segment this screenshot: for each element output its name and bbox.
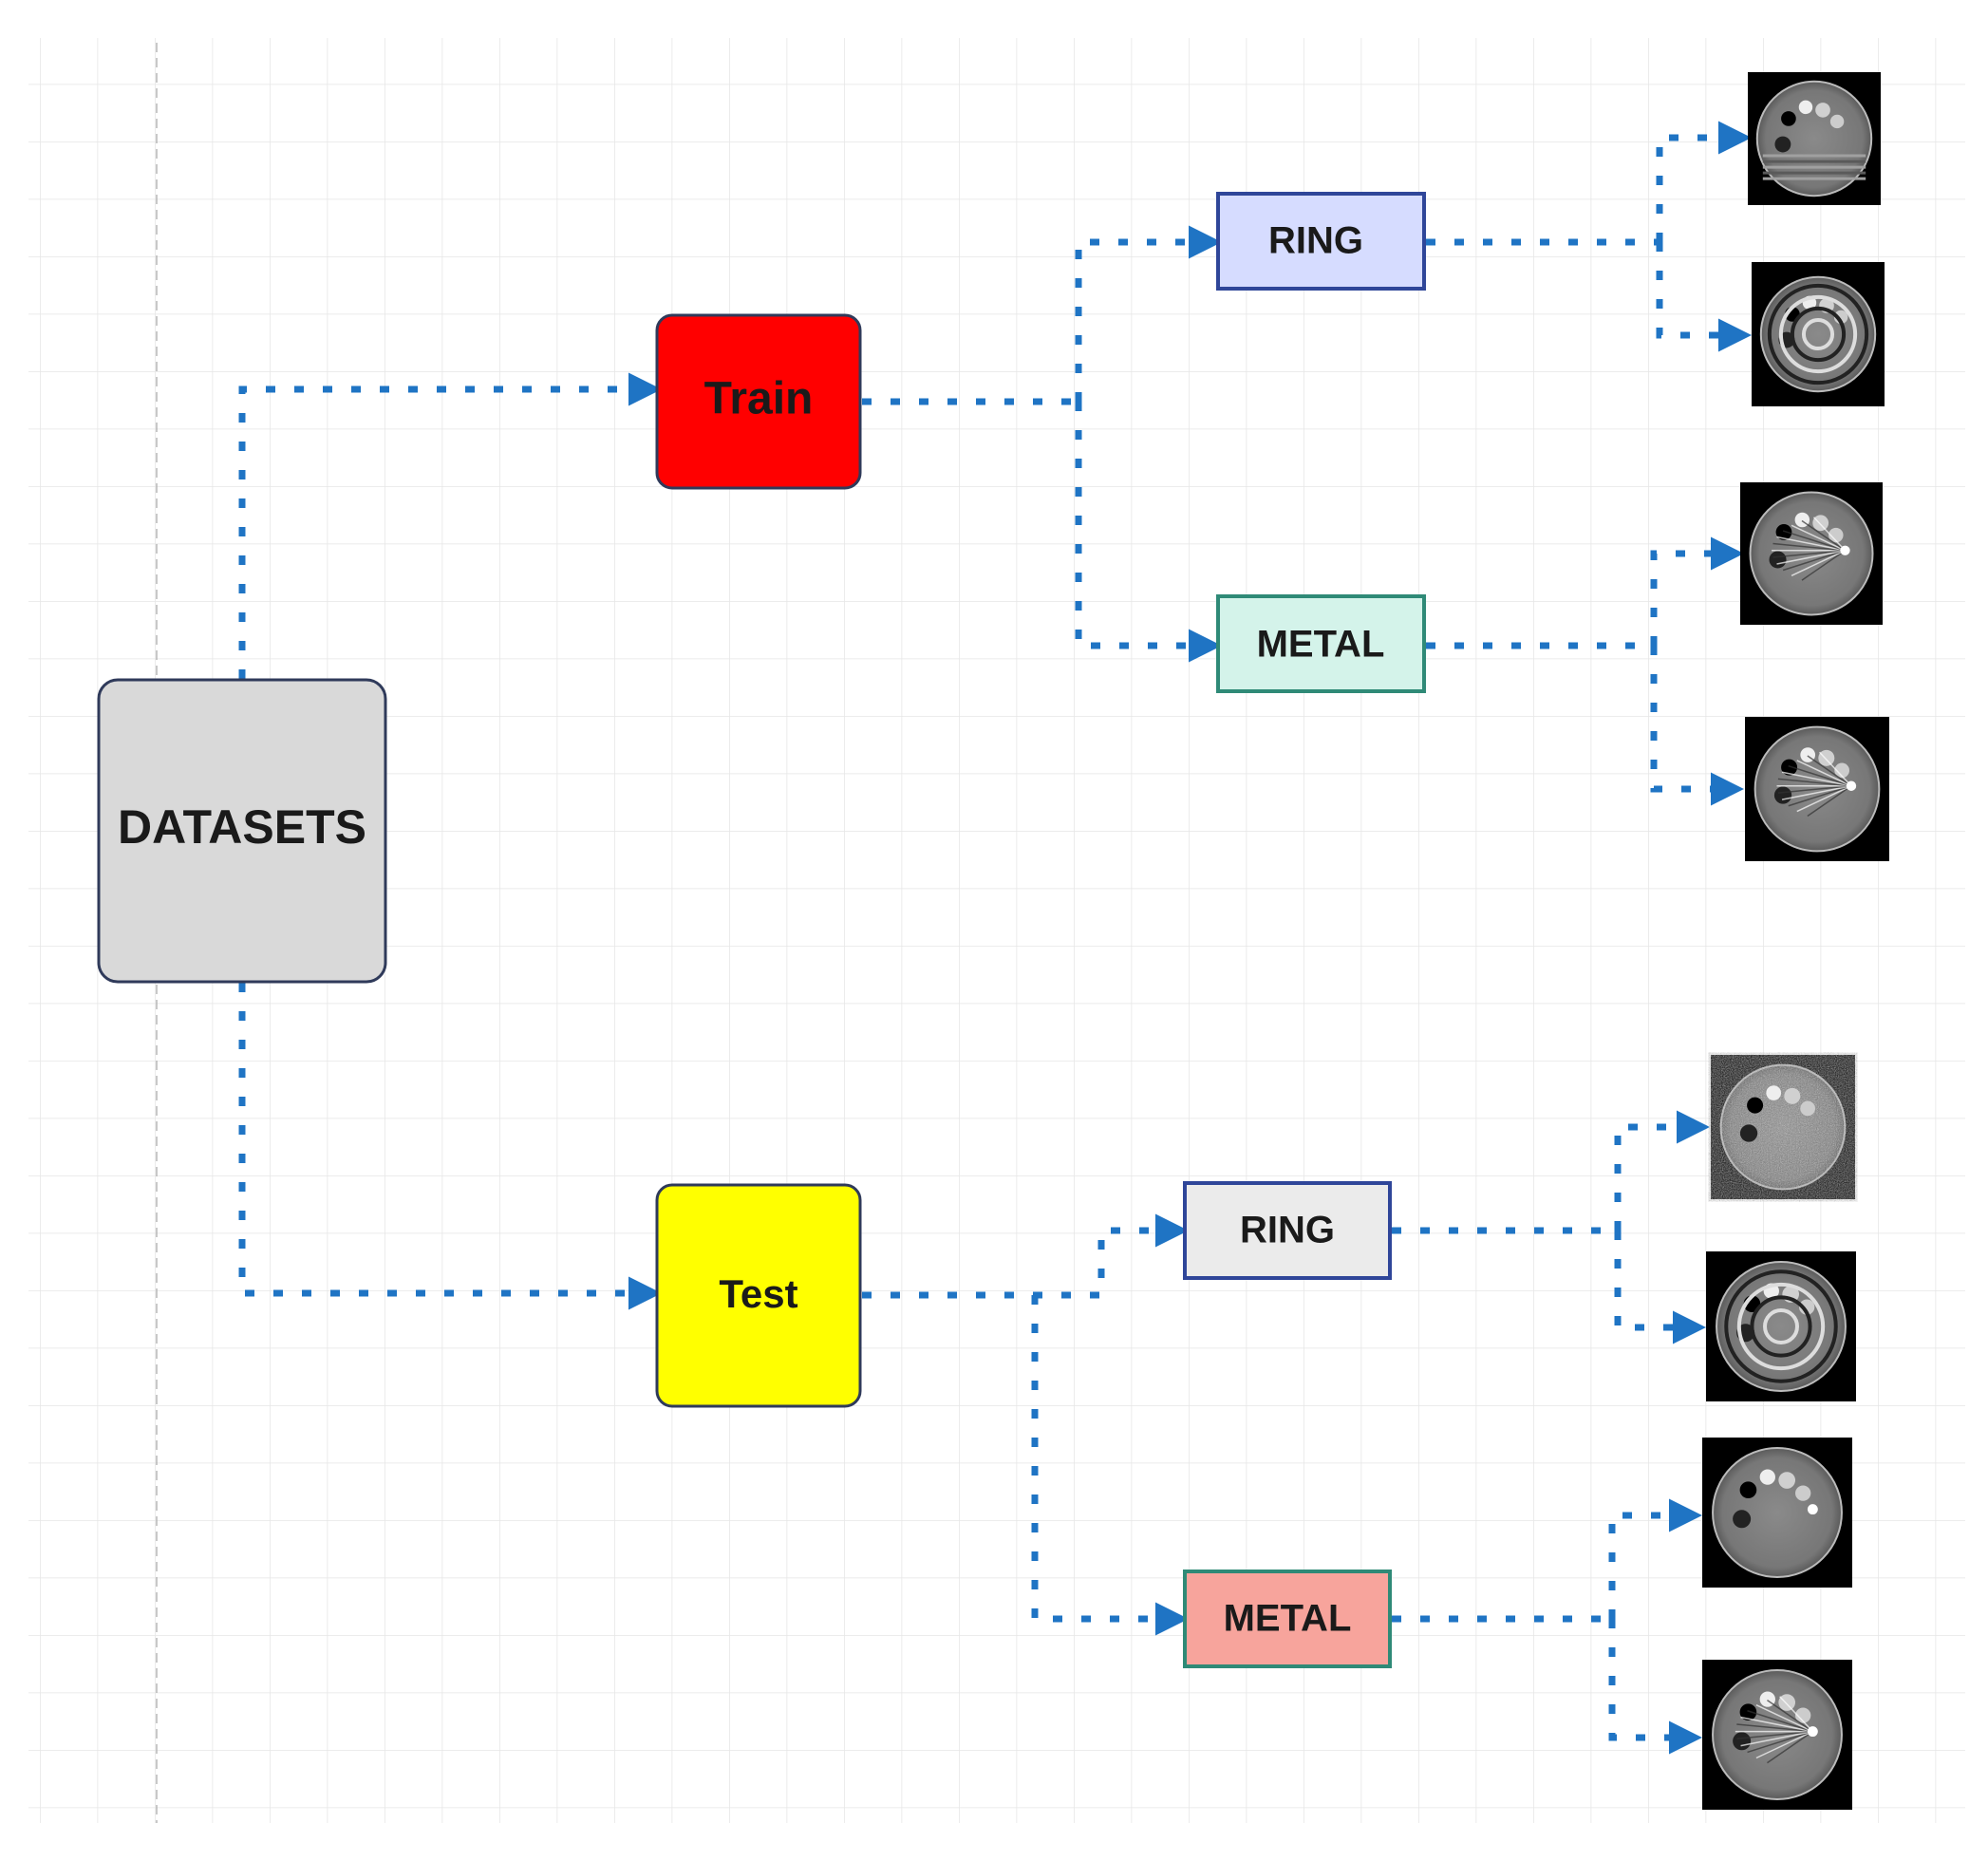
node-test-metal-label: METAL: [1224, 1598, 1352, 1640]
node-train-ring-label: RING: [1268, 220, 1363, 262]
thumb-test-ring-2: [1706, 1251, 1856, 1401]
node-test-ring[interactable]: RING: [1183, 1181, 1392, 1280]
connectors: [238, 121, 1752, 1755]
thumb-test-metal-2: [1702, 1660, 1852, 1810]
node-test-label: Test: [719, 1271, 797, 1316]
node-datasets[interactable]: DATASETS: [97, 678, 387, 984]
node-test-metal[interactable]: METAL: [1183, 1570, 1392, 1668]
node-train-ring[interactable]: RING: [1216, 192, 1426, 291]
node-datasets-label: DATASETS: [118, 800, 366, 854]
edge-train-metal-thumb-1: [1650, 536, 1744, 646]
edge-train-metal-thumb-2: [1650, 646, 1744, 806]
edge-datasets-train: [238, 372, 662, 679]
edge-train-ring-thumb-2: [1656, 242, 1752, 352]
node-train-metal-label: METAL: [1257, 624, 1385, 666]
node-train[interactable]: Train: [655, 313, 862, 490]
node-train-label: Train: [704, 374, 814, 424]
thumb-test-metal-1: [1702, 1438, 1852, 1588]
edge-test-metal-thumb-2: [1608, 1619, 1702, 1755]
edge-test-hub: [862, 1213, 1189, 1299]
thumb-train-metal-2: [1745, 717, 1889, 861]
thumb-train-ring-2: [1752, 262, 1885, 406]
thumb-train-ring-1: [1748, 72, 1881, 205]
node-train-metal[interactable]: METAL: [1216, 594, 1426, 693]
edge-test-metal-thumb-1: [1608, 1498, 1702, 1619]
node-test[interactable]: Test: [655, 1183, 862, 1408]
edge-test-ring-thumb-1: [1614, 1110, 1710, 1231]
thumb-test-ring-1: [1711, 1055, 1855, 1199]
node-test-ring-label: RING: [1240, 1210, 1335, 1251]
thumbnails: [1702, 72, 1889, 1810]
edge-test-ring-thumb-2: [1614, 1231, 1706, 1344]
thumb-train-metal-1: [1740, 482, 1883, 625]
edge-train-ring-thumb-1: [1656, 121, 1752, 242]
